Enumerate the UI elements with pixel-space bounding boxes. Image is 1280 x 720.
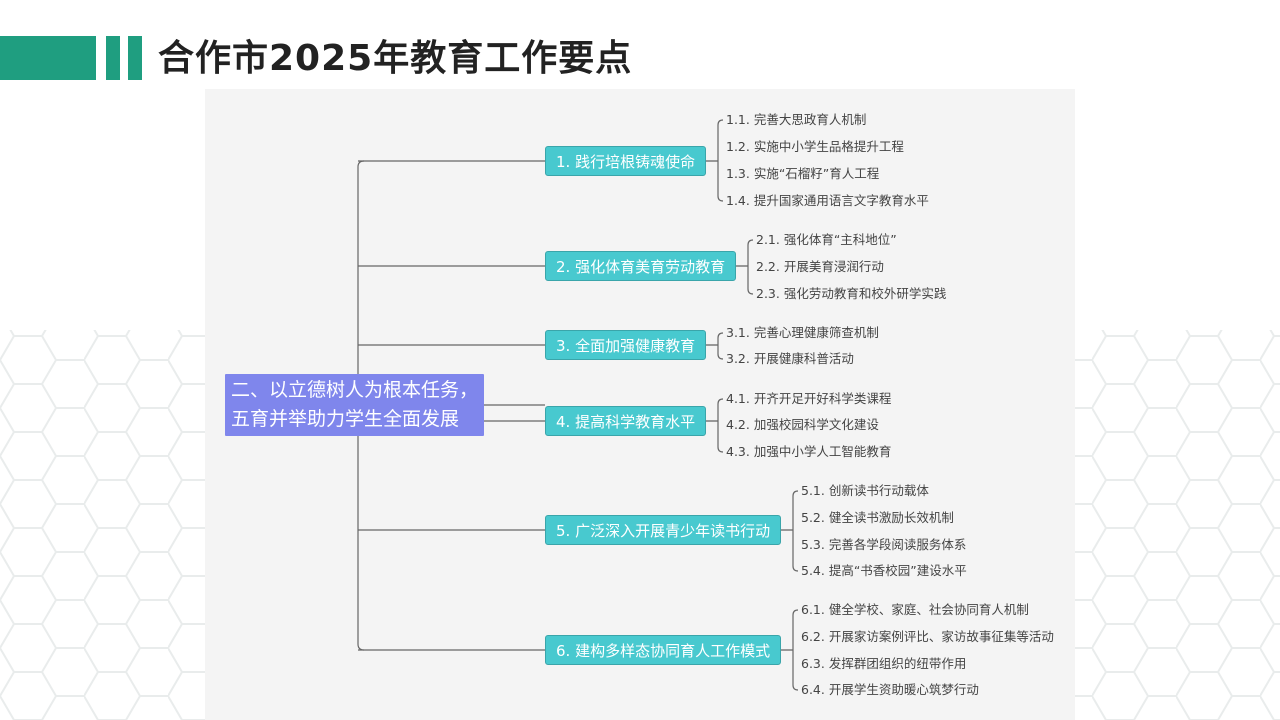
mindmap-leaf-node[interactable]: 2.3. 强化劳动教育和校外研学实践 <box>756 286 947 301</box>
mindmap-branch-node[interactable]: 5. 广泛深入开展青少年读书行动 <box>545 515 782 545</box>
mindmap-leaf-node[interactable]: 1.3. 实施“石榴籽”育人工程 <box>726 166 880 181</box>
mindmap-leaf-node[interactable]: 1.4. 提升国家通用语言文字教育水平 <box>726 193 929 208</box>
mindmap-leaf-node[interactable]: 6.2. 开展家访案例评比、家访故事征集等活动 <box>801 629 1054 644</box>
mindmap-leaf-node[interactable]: 6.3. 发挥群团组织的纽带作用 <box>801 656 967 671</box>
mindmap-branch-node[interactable]: 4. 提高科学教育水平 <box>545 406 707 436</box>
mindmap-leaf-node[interactable]: 2.2. 开展美育浸润行动 <box>756 259 884 274</box>
mindmap-leaf-node[interactable]: 4.1. 开齐开足开好科学类课程 <box>726 391 892 406</box>
page-title: 合作市2025年教育工作要点 <box>158 38 633 79</box>
mindmap-branch-node[interactable]: 3. 全面加强健康教育 <box>545 330 707 360</box>
root-node-line: 二、以立德树人为根本任务， <box>231 379 479 401</box>
mindmap-leaf-node[interactable]: 5.3. 完善各学段阅读服务体系 <box>801 537 967 552</box>
title-accent-stripe <box>128 36 142 80</box>
mindmap-branch-node[interactable]: 6. 建构多样态协同育人工作模式 <box>545 635 782 665</box>
mindmap-branch-node[interactable]: 2. 强化体育美育劳动教育 <box>545 251 737 281</box>
title-accent-stripe <box>106 36 120 80</box>
mindmap-leaf-node[interactable]: 5.1. 创新读书行动载体 <box>801 483 929 498</box>
connector-line <box>717 332 724 360</box>
mindmap-leaf-node[interactable]: 1.1. 完善大思政育人机制 <box>726 112 867 127</box>
connector-line <box>717 119 724 202</box>
connector-line <box>747 239 754 295</box>
mindmap-leaf-node[interactable]: 4.3. 加强中小学人工智能教育 <box>726 444 892 459</box>
mindmap-panel: 二、以立德树人为根本任务， 五育并举助力学生全面发展 1. 践行培根铸魂使命 1.… <box>205 89 1075 720</box>
root-node-line: 五育并举助力学生全面发展 <box>231 408 460 430</box>
mindmap-root-node[interactable]: 二、以立德树人为根本任务， 五育并举助力学生全面发展 <box>225 374 485 436</box>
mindmap-branch-node[interactable]: 1. 践行培根铸魂使命 <box>545 146 707 176</box>
connector-line <box>792 490 799 572</box>
mindmap-leaf-node[interactable]: 5.4. 提高“书香校园”建设水平 <box>801 563 967 578</box>
mindmap-leaf-node[interactable]: 1.2. 实施中小学生品格提升工程 <box>726 139 904 154</box>
mindmap-leaf-node[interactable]: 5.2. 健全读书激励长效机制 <box>801 510 954 525</box>
title-accent-bar <box>0 36 96 80</box>
connector-line <box>792 609 799 691</box>
mindmap-leaf-node[interactable]: 3.1. 完善心理健康筛查机制 <box>726 325 879 340</box>
mindmap-leaf-node[interactable]: 2.1. 强化体育“主科地位” <box>756 232 897 247</box>
mindmap-leaf-node[interactable]: 6.4. 开展学生资助暖心筑梦行动 <box>801 682 979 697</box>
connector-line <box>717 398 724 453</box>
mindmap-leaf-node[interactable]: 6.1. 健全学校、家庭、社会协同育人机制 <box>801 602 1029 617</box>
mindmap-leaf-node[interactable]: 3.2. 开展健康科普活动 <box>726 351 854 366</box>
mindmap-leaf-node[interactable]: 4.2. 加强校园科学文化建设 <box>726 417 879 432</box>
